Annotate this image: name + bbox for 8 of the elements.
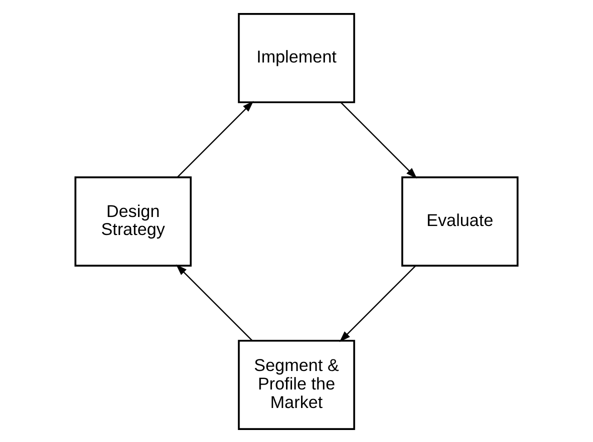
arrow [176,100,254,178]
arrow [176,264,253,341]
arrow [339,264,416,342]
node-box: Segment & Profile the Market [238,339,356,430]
arrow [340,101,417,178]
node-box: Evaluate [401,176,518,266]
node-box: Design Strategy [74,176,192,266]
node-box: Implement [238,12,356,103]
